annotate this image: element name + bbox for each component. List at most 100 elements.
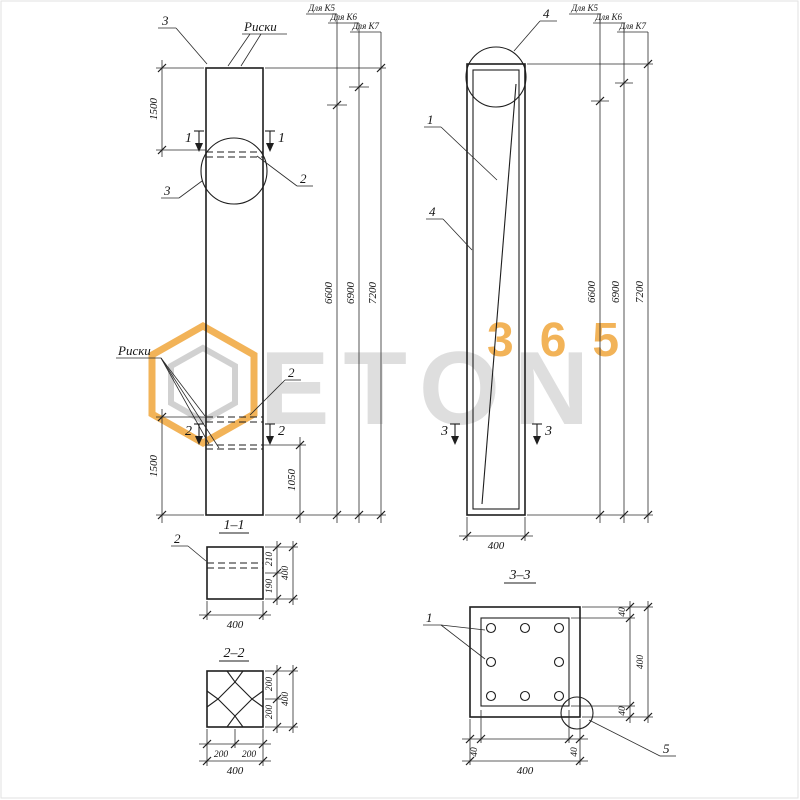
watermark-hexagon-icon <box>148 321 258 448</box>
dim-40-bottom-right: 40 <box>570 747 580 757</box>
dim-1500-bottom: 1500 <box>148 409 206 523</box>
pos1-bar-leader <box>424 126 498 181</box>
pos2-detail-label: 2 <box>300 171 307 186</box>
pos3-top-leader <box>158 27 208 65</box>
overall-dims-side: Для К5 6600 Для К6 6900 Для К7 7200 <box>527 3 653 523</box>
cut-1-marks: 1 1 <box>185 130 285 152</box>
section-3-3-bottom-dims: 40 40 400 <box>462 710 588 777</box>
section-1-1-right-dims: 210 190 400 <box>265 541 298 605</box>
section-2-2-bottom-dims: 200 200 400 <box>199 729 271 777</box>
detail-circle-side <box>465 46 527 108</box>
pos1-bar-label: 1 <box>427 112 434 127</box>
riski-top-leaders <box>227 33 287 67</box>
dim-200-r2: 200 <box>265 705 275 720</box>
pos4-mid-leader <box>426 218 473 251</box>
section-3-3: 3–3 1 5 <box>423 568 676 777</box>
dim-7200-side: 7200 <box>634 281 646 304</box>
section-1-1-bottom-dim: 400 <box>199 601 271 631</box>
dim-400-width-1-1: 400 <box>227 619 244 631</box>
side-view: 4 1 4 3 3 <box>424 3 653 552</box>
section-2-2-right-dims: 200 200 400 <box>265 665 298 733</box>
pos4-top-label: 4 <box>543 6 550 21</box>
cut-3-marks: 3 3 <box>440 423 552 445</box>
pos2-bottom-label: 2 <box>288 365 295 380</box>
dim-200-b2: 200 <box>242 750 257 760</box>
column-outline-side <box>466 63 526 516</box>
section-2-2: 2–2 200 200 400 <box>199 646 298 777</box>
dim-400-side-3-3: 400 <box>636 655 646 670</box>
pos2-detail-leader <box>256 155 313 187</box>
dim-6600-front: 6600 <box>323 282 335 305</box>
cut-2-marks: 2 2 <box>185 423 285 445</box>
pos4-mid-label: 4 <box>429 204 436 219</box>
detail-circle-front <box>200 137 268 205</box>
dim-40-right-bottom: 40 <box>618 706 628 716</box>
section-3-3-title: 3–3 <box>509 568 531 583</box>
section-2-2-outline <box>206 670 264 728</box>
detail-circle-corner <box>560 696 594 730</box>
k7-label-side: Для К7 <box>618 21 646 31</box>
section-3-3-pos1-leaders <box>423 624 486 660</box>
riski-bottom-label: Риски <box>117 343 151 358</box>
cut2-left-label: 2 <box>185 424 192 439</box>
dim-6600-side: 6600 <box>586 281 598 304</box>
dim-1050-value: 1050 <box>286 469 298 492</box>
dim-400-side-1-1: 400 <box>281 566 291 581</box>
dim-40-bottom-left: 40 <box>470 747 480 757</box>
section-3-3-pos5-leader <box>588 719 676 757</box>
cut2-right-label: 2 <box>278 424 285 439</box>
watermark-hexagon-inner-icon <box>168 344 238 425</box>
dim-400-side-view-value: 400 <box>488 540 505 552</box>
dim-190: 190 <box>265 579 275 594</box>
section-3-3-right-dims: 40 40 400 <box>571 601 653 723</box>
watermark-suffix-text: 365 <box>487 314 645 367</box>
dim-40-right-top: 40 <box>618 607 628 617</box>
dim-1500-top: 1500 <box>148 60 206 157</box>
pos2-bottom-leader <box>249 379 301 416</box>
section-3-3-pos1-label: 1 <box>426 610 433 625</box>
upper-mark-dashes <box>206 151 263 158</box>
cut3-left-label: 3 <box>440 424 448 439</box>
k5-label-front: Для К5 <box>307 3 335 13</box>
section-3-3-stirrup <box>480 617 570 707</box>
k6-label-side: Для К6 <box>594 12 622 22</box>
dim-1050: 1050 <box>263 437 306 523</box>
dim-1500-top-value: 1500 <box>148 98 160 121</box>
k6-label-front: Для К6 <box>329 12 357 22</box>
section-1-1-pos2-label: 2 <box>174 531 181 546</box>
dim-6900-front: 6900 <box>345 282 357 305</box>
riski-top-label: Риски <box>243 19 277 34</box>
dim-210: 210 <box>265 552 275 567</box>
dim-1500-bottom-value: 1500 <box>148 455 160 478</box>
dim-400-side-view: 400 <box>459 517 533 552</box>
dim-400-width-2-2: 400 <box>227 765 244 777</box>
k5-label-side: Для К5 <box>570 3 598 13</box>
section-1-1: 1–1 2 210 190 400 <box>171 518 298 631</box>
cut1-right-label: 1 <box>278 131 285 146</box>
dim-7200-front: 7200 <box>367 282 379 305</box>
watermark-brand-text: ETON <box>260 331 603 447</box>
section-3-3-outline <box>469 606 581 718</box>
pos3-top-label: 3 <box>161 13 169 28</box>
section-3-3-pos5-label: 5 <box>663 741 670 756</box>
rebar-circles <box>485 622 565 702</box>
dim-400-side-2-2: 400 <box>281 692 291 707</box>
dim-6900-side: 6900 <box>610 281 622 304</box>
dim-400-width-3-3: 400 <box>517 765 534 777</box>
column-inner-line-side <box>472 69 520 510</box>
dim-200-b1: 200 <box>214 750 229 760</box>
section-1-1-pos2-leader <box>171 545 207 562</box>
column-outline-front <box>205 67 264 516</box>
rebar-diagonal <box>481 83 517 505</box>
cut1-left-label: 1 <box>185 131 192 146</box>
section-1-1-mark-dashes <box>207 562 263 569</box>
section-2-2-notch-pattern <box>206 670 264 728</box>
section-2-2-title: 2–2 <box>224 646 245 661</box>
riski-bottom-leaders <box>116 357 220 449</box>
cut3-right-label: 3 <box>544 424 552 439</box>
watermark: ETON 365 <box>148 314 645 448</box>
dim-200-r1: 200 <box>265 677 275 692</box>
pos3-detail-label: 3 <box>163 183 171 198</box>
